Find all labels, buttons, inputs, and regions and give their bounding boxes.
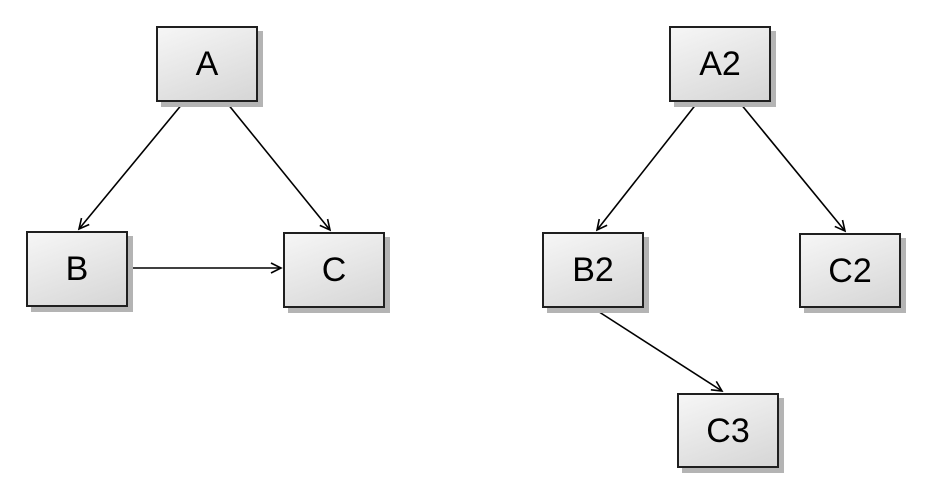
node-A2: A2 — [669, 26, 771, 102]
node-C3: C3 — [677, 393, 779, 468]
node-C2: C2 — [799, 233, 901, 308]
edge-A2-B2 — [595, 102, 698, 232]
edge-A-B — [77, 102, 184, 231]
node-label-A: A — [195, 45, 219, 83]
edge-A2-C2 — [739, 102, 847, 233]
node-C: C — [283, 232, 385, 308]
node-label-B: B — [65, 250, 89, 288]
node-B: B — [26, 231, 128, 307]
node-label-B2: B2 — [572, 251, 614, 289]
edge-B2-C3 — [592, 307, 724, 392]
node-label-C2: C2 — [828, 251, 872, 290]
node-label-C: C — [321, 251, 347, 289]
node-label-A2: A2 — [699, 45, 741, 83]
node-B2: B2 — [542, 232, 644, 308]
node-A: A — [156, 26, 258, 102]
edges-group — [77, 102, 847, 392]
node-label-C3: C3 — [706, 411, 750, 450]
edge-A-C — [226, 102, 332, 232]
